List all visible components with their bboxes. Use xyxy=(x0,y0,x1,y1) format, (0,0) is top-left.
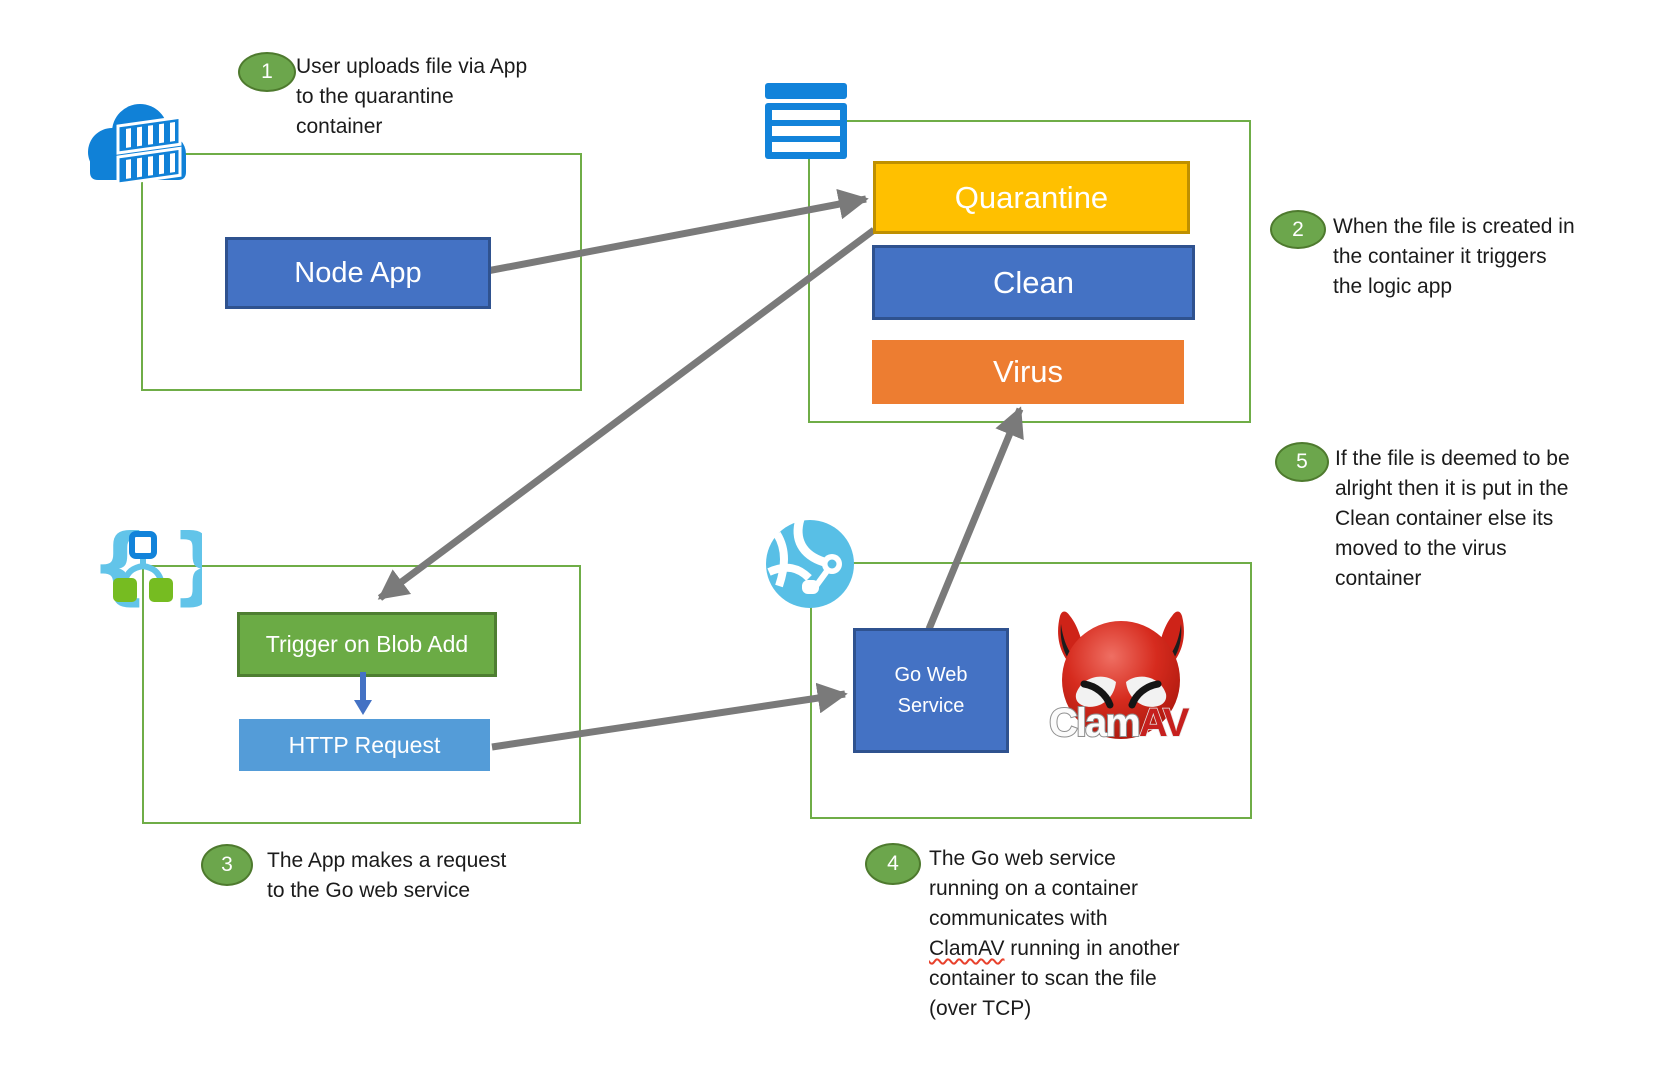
step-1-number: 1 xyxy=(261,60,273,83)
logic-app-icon: { } xyxy=(90,520,202,612)
step-4-line: (over TCP) xyxy=(929,997,1032,1020)
step-5-text: If the file is deemed to be alright then… xyxy=(1335,444,1570,594)
step-3-line: The App makes a request xyxy=(267,849,507,872)
clamav-text-av: AV xyxy=(1139,701,1190,745)
step-1-badge: 1 xyxy=(238,52,296,92)
go-web-service-box: Go Web Service xyxy=(853,628,1009,753)
quarantine-box: Quarantine xyxy=(873,161,1190,234)
table-storage-icon xyxy=(765,83,847,159)
step-1-line: container xyxy=(296,115,383,138)
step-4-line-rest: running in another xyxy=(1004,937,1180,960)
step-5-line: container xyxy=(1335,567,1422,590)
node-app-label: Node App xyxy=(294,256,422,289)
step-4-line: running on a container xyxy=(929,877,1138,900)
step-4-text: The Go web service running on a containe… xyxy=(929,844,1180,1024)
arrow-httprequest-to-gowebservice xyxy=(491,682,848,751)
step-3-badge: 3 xyxy=(201,844,253,886)
step-5-number: 5 xyxy=(1296,450,1308,473)
globe-icon xyxy=(766,517,854,608)
clamav-eyes xyxy=(1075,676,1167,709)
node-app-box: Node App xyxy=(225,237,491,309)
step-2-line: the container it triggers xyxy=(1333,245,1547,268)
step-4-number: 4 xyxy=(887,852,899,875)
step-5-badge: 5 xyxy=(1275,442,1329,482)
clamav-ball xyxy=(1062,621,1180,739)
logic-app-container-outline xyxy=(142,565,581,824)
clamav-word: ClamAV xyxy=(929,937,1005,960)
step-4-badge: 4 xyxy=(865,843,921,885)
step-4-line: container to scan the file xyxy=(929,967,1157,990)
cloud-container-icon xyxy=(88,104,186,186)
http-request-box: HTTP Request xyxy=(239,719,490,771)
step-4-line: The Go web service xyxy=(929,847,1116,870)
step-2-line: the logic app xyxy=(1333,275,1453,298)
step-2-badge: 2 xyxy=(1270,210,1326,249)
step-2-text: When the file is created in the containe… xyxy=(1333,212,1575,302)
storage-container-outline xyxy=(808,120,1251,423)
svg-text:}: } xyxy=(170,520,202,612)
clean-label: Clean xyxy=(993,264,1074,300)
step-4-line: ClamAV running in another xyxy=(929,934,1180,964)
step-5-line: If the file is deemed to be xyxy=(1335,447,1570,470)
step-1-line: to the quarantine xyxy=(296,85,454,108)
clean-box: Clean xyxy=(872,245,1195,320)
step-3-text: The App makes a request to the Go web se… xyxy=(267,846,506,906)
step-5-line: alright then it is put in the xyxy=(1335,477,1569,500)
http-request-label: HTTP Request xyxy=(288,731,441,758)
step-2-line: When the file is created in xyxy=(1333,215,1575,238)
trigger-label: Trigger on Blob Add xyxy=(265,631,469,657)
arrow-gowebservice-to-virus xyxy=(925,406,1024,631)
trigger-on-blob-add-box: Trigger on Blob Add xyxy=(237,612,497,677)
step-1-line: User uploads file via App xyxy=(296,55,528,78)
go-web-service-label: Go Web Service xyxy=(894,663,968,717)
virus-box: Virus xyxy=(872,340,1184,404)
node-app-container-outline xyxy=(141,153,582,391)
step-3-number: 3 xyxy=(221,853,233,876)
step-4-line: communicates with xyxy=(929,907,1108,930)
svg-text:ClamAV: ClamAV xyxy=(1049,701,1190,745)
step-2-number: 2 xyxy=(1292,217,1304,241)
step-5-line: moved to the virus xyxy=(1335,537,1507,560)
arrow-nodeapp-to-quarantine xyxy=(486,188,869,275)
step-1-text: User uploads file via App to the quarant… xyxy=(296,52,527,142)
trigger-to-http-arrow xyxy=(354,672,372,715)
quarantine-label: Quarantine xyxy=(954,179,1109,215)
go-service-container-outline xyxy=(810,562,1252,819)
virus-label: Virus xyxy=(992,354,1064,389)
clamav-text-clam: Clam xyxy=(1049,701,1139,745)
arrow-quarantine-to-trigger xyxy=(377,227,877,601)
step-5-line: Clean container else its xyxy=(1335,507,1554,530)
step-3-line: to the Go web service xyxy=(267,879,471,902)
clamav-logo: ClamAV xyxy=(1048,611,1192,746)
